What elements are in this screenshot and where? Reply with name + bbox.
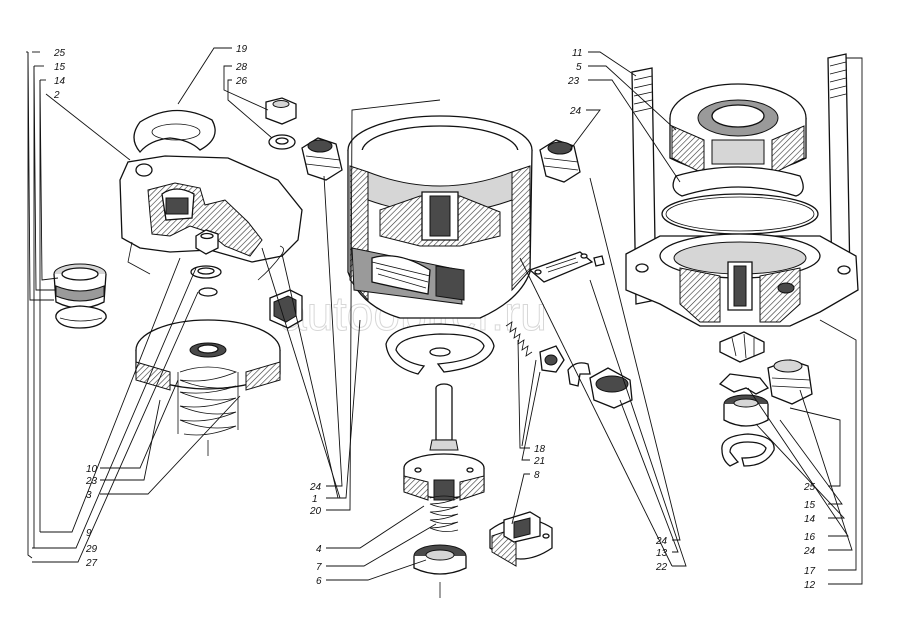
label-15-left: 15 [54, 62, 66, 73]
o-ring-24 [661, 193, 819, 235]
name-plate [528, 251, 594, 283]
callout-labels: 25 15 14 2 19 28 26 10 23 3 9 29 27 24 1… [53, 44, 816, 591]
label-4: 4 [316, 544, 322, 555]
label-11: 11 [572, 48, 582, 59]
label-25-right: 25 [803, 482, 816, 493]
label-27: 27 [85, 558, 98, 569]
label-8: 8 [534, 470, 540, 481]
label-14-left: 14 [54, 76, 66, 87]
label-29: 29 [85, 544, 98, 555]
label-26: 26 [235, 76, 248, 87]
fitting-24-right [539, 139, 581, 183]
circlip-center [385, 323, 495, 375]
label-21: 21 [533, 456, 545, 467]
label-9: 9 [86, 528, 92, 539]
label-24-top: 24 [569, 106, 582, 117]
label-10: 10 [86, 464, 98, 475]
leader-lines [26, 47, 863, 585]
label-19: 19 [236, 44, 248, 55]
ring-23-right [672, 166, 804, 197]
sleeve-15 [53, 263, 107, 309]
label-24-lower: 24 [655, 536, 668, 547]
piston-10 [135, 319, 281, 391]
label-28: 28 [235, 62, 248, 73]
label-23-right: 23 [567, 76, 580, 87]
seal-ring-6 [413, 544, 467, 575]
plug-13 [589, 367, 633, 409]
washer-small [190, 265, 222, 279]
label-7: 7 [316, 562, 322, 573]
label-25-left: 25 [53, 48, 66, 59]
o-ring-small [198, 287, 218, 297]
spring-7 [429, 495, 460, 532]
label-18: 18 [534, 444, 546, 455]
washer-26 [268, 134, 296, 150]
bracket [567, 362, 591, 387]
cylinder-17 [625, 233, 859, 327]
label-6: 6 [316, 576, 322, 587]
castle-nut [719, 331, 765, 363]
label-17: 17 [804, 566, 816, 577]
valve-stem-20 [403, 383, 485, 501]
label-1: 1 [312, 494, 318, 505]
circlip-25-left [55, 305, 107, 329]
label-5: 5 [576, 62, 582, 73]
circlip-25-right [721, 433, 775, 467]
label-16: 16 [804, 532, 816, 543]
label-22: 22 [655, 562, 668, 573]
label-15-right: 15 [804, 500, 816, 511]
label-2: 2 [53, 90, 60, 101]
valve-body-8 [489, 511, 553, 567]
nut-28 [265, 97, 297, 125]
housing-1 [347, 115, 533, 319]
spring-18 [505, 321, 533, 357]
bushing-9 [269, 289, 303, 329]
o-ring-center [429, 347, 451, 357]
label-12: 12 [804, 580, 816, 591]
rivet [593, 255, 605, 267]
nut-small [195, 229, 219, 255]
label-3: 3 [86, 490, 92, 501]
lock-plate [718, 373, 770, 395]
label-20: 20 [309, 506, 322, 517]
spring-3 [177, 366, 239, 436]
piston-5 [669, 83, 807, 176]
label-14-right: 14 [804, 514, 816, 525]
sleeve-15-right [723, 394, 769, 427]
label-24-center: 24 [309, 482, 322, 493]
lock-ring-19 [133, 109, 216, 154]
fitting-24-left [301, 137, 343, 181]
label-13: 13 [656, 548, 668, 559]
cover-2 [119, 155, 303, 275]
label-24-right: 24 [803, 546, 816, 557]
fitting-24-lower [767, 359, 813, 405]
valve-21 [539, 345, 565, 373]
label-23-left: 23 [85, 476, 98, 487]
